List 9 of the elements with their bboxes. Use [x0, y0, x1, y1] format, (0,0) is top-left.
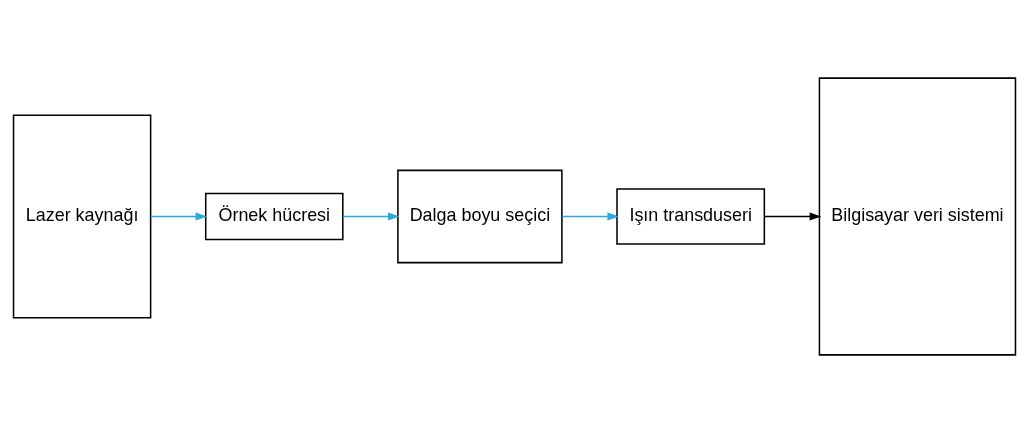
arrow	[764, 211, 822, 221]
arrow	[150, 211, 208, 221]
arrow	[342, 211, 400, 221]
node-box: Örnek hücresi	[204, 192, 344, 240]
node-box: Işın transduseri	[616, 187, 766, 245]
node-box: Bilgisayar veri sistemi	[818, 76, 1017, 356]
node-box: Lazer kaynağı	[12, 114, 152, 318]
arrow	[561, 211, 619, 221]
node-box: Dalga boyu seçici	[397, 169, 563, 263]
